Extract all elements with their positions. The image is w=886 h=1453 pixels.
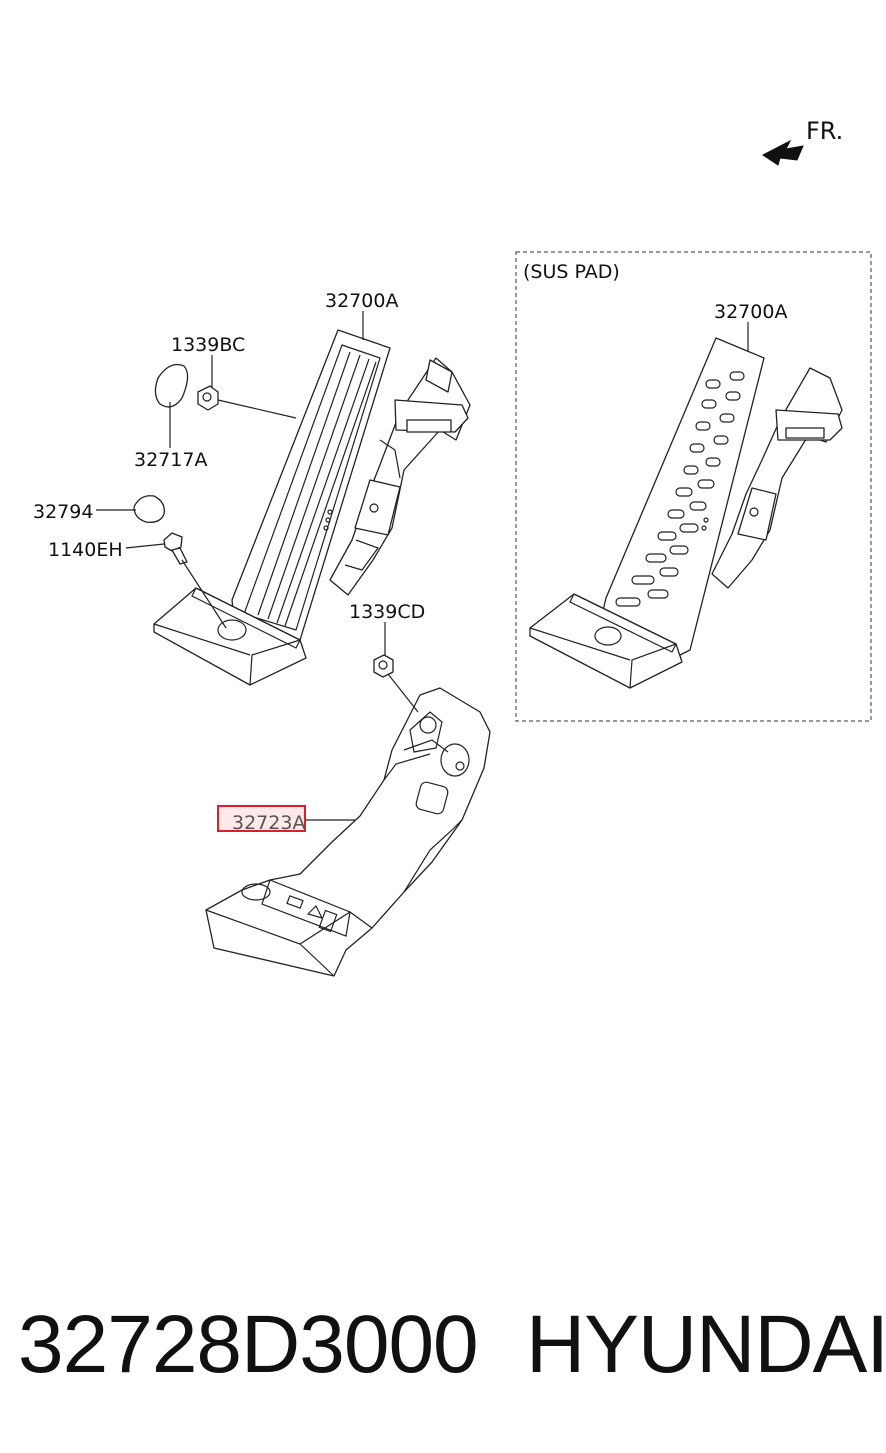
callout-1140EH: 1140EH <box>48 539 123 561</box>
pedal-assembly-drawing <box>153 329 471 686</box>
callout-32794: 32794 <box>33 501 93 523</box>
front-arrow-icon <box>762 139 804 166</box>
callout-sus-32700A: 32700A <box>714 301 787 323</box>
product-caption: 32728D3000 HYUNDAI <box>0 1290 886 1400</box>
sus-pad-frame <box>515 251 872 722</box>
stopper-part <box>133 495 165 523</box>
callout-32723A[interactable]: 32723A <box>232 812 305 834</box>
cap-part <box>154 363 189 408</box>
bracket-drawing <box>205 687 491 977</box>
highlight-box <box>217 805 306 832</box>
front-direction-label: FR. <box>806 117 843 145</box>
sus-pad-caption: (SUS PAD) <box>523 261 620 283</box>
callout-1339BC: 1339BC <box>171 334 245 356</box>
upper-nut-part <box>197 385 219 411</box>
bolt-part <box>163 532 188 565</box>
brand-name: HYUNDAI <box>526 1299 886 1390</box>
callout-32717A: 32717A <box>134 449 207 471</box>
sus-pad-holes <box>615 371 745 607</box>
callout-1339CD: 1339CD <box>349 601 425 623</box>
front-direction-indicator: FR. <box>762 117 843 166</box>
sus-pedal-assembly-drawing <box>529 337 843 689</box>
part-number: 32728D3000 <box>18 1299 479 1390</box>
callout-32700A: 32700A <box>325 290 398 312</box>
lower-nut-part <box>373 654 394 678</box>
